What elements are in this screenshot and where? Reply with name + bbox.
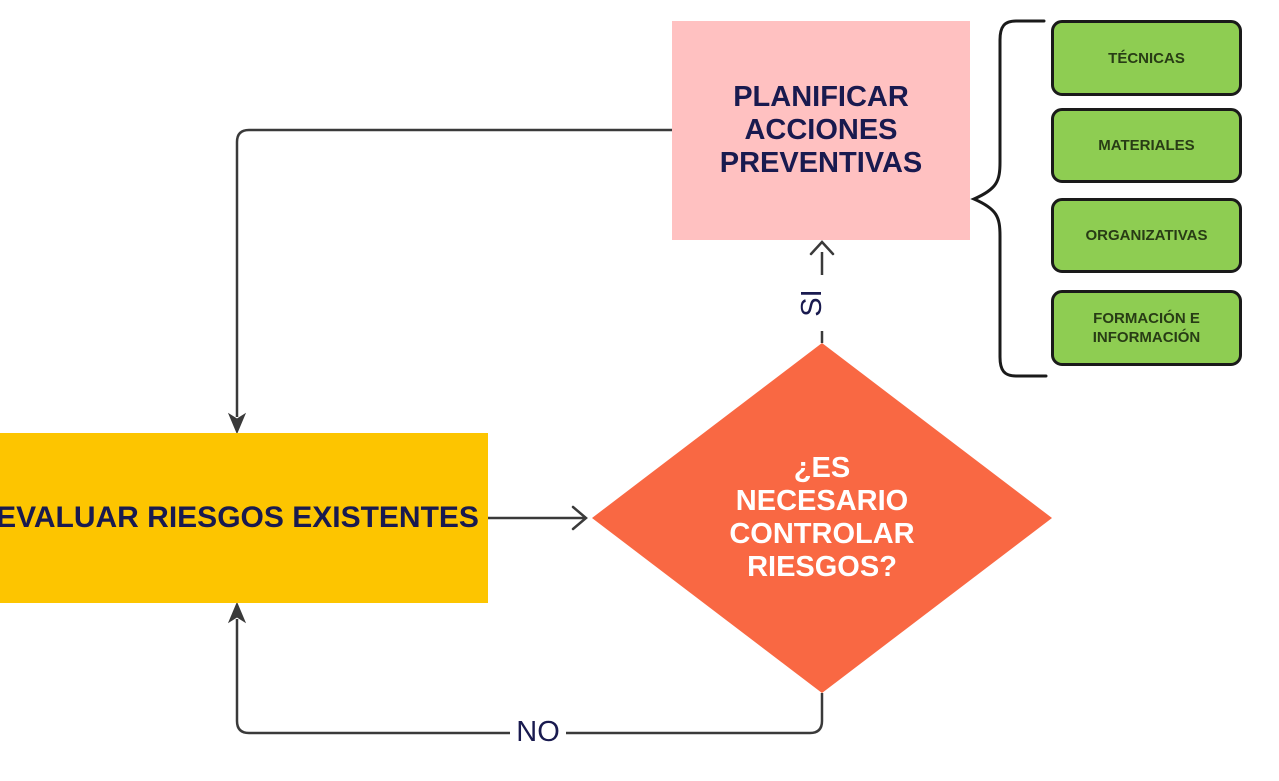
category-tecnicas-label: TÉCNICAS xyxy=(1108,49,1185,67)
evaluar-label: EVALUAR RIESGOS EXISTENTES xyxy=(0,501,479,534)
category-materiales-label: MATERIALES xyxy=(1098,137,1195,154)
edge-decision-to-evaluate-arrowhead-icon xyxy=(227,601,247,624)
node-evaluar-riesgos-existentes: EVALUAR RIESGOS EXISTENTES xyxy=(0,433,488,603)
category-tecnicas: TÉCNICAS xyxy=(1051,20,1242,96)
category-organizativas-label: ORGANIZATIVAS xyxy=(1085,227,1208,244)
decision-line-2: NECESARIO xyxy=(735,485,909,517)
si-text: SI xyxy=(795,289,828,317)
edge-plan-to-evaluate-arrowhead-icon xyxy=(227,412,247,435)
node-planificar-acciones-preventivas: PLANIFICAR ACCIONES PREVENTIVAS xyxy=(672,21,970,240)
decision-line-1: ¿ES xyxy=(793,452,851,484)
decision-line-4: RIESGOS? xyxy=(747,551,897,583)
edge-label-no: NO xyxy=(510,714,566,751)
category-materiales: MATERIALES xyxy=(1051,108,1242,183)
edge-plan-to-evaluate xyxy=(235,128,672,417)
planificar-line-3: PREVENTIVAS xyxy=(719,147,923,179)
decision-label: ¿ES NECESARIO CONTROLAR RIESGOS? xyxy=(729,452,914,584)
planificar-line-1: PLANIFICAR xyxy=(733,81,909,113)
decision-line-3: CONTROLAR xyxy=(729,518,915,550)
category-organizativas: ORGANIZATIVAS xyxy=(1051,198,1242,273)
edge-evaluate-to-decision-arrowhead-icon xyxy=(571,505,588,531)
edge-label-si: SI xyxy=(784,275,840,331)
category-formacion-informacion: FORMACIÓN E INFORMACIÓN xyxy=(1051,290,1242,366)
planificar-line-2: ACCIONES xyxy=(744,114,898,146)
no-text: NO xyxy=(516,716,560,748)
category-formacion-informacion-label: FORMACIÓN E INFORMACIÓN xyxy=(1092,310,1201,346)
edge-decision-to-plan-arrowhead-icon xyxy=(809,240,835,256)
node-planificar-label: PLANIFICAR ACCIONES PREVENTIVAS xyxy=(720,81,923,180)
brace-icon xyxy=(970,19,1048,378)
